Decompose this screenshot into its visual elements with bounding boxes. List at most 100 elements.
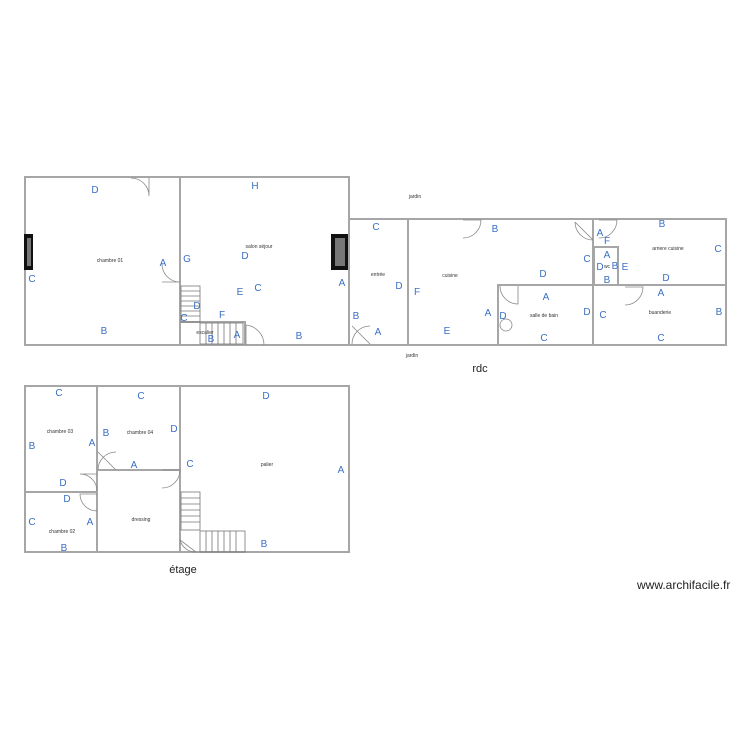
room-label-salon-sejour: salon séjour — [246, 244, 273, 250]
wall-letter: G — [183, 254, 191, 265]
wall-letter: E — [444, 326, 451, 337]
wall-letter: C — [657, 333, 664, 344]
bath-fixture — [499, 318, 513, 332]
wall-letter: D — [395, 281, 402, 292]
wall-letter: B — [612, 261, 619, 272]
watermark: www.archifacile.fr — [637, 578, 731, 592]
walls-rdc — [24, 176, 727, 346]
room-label-entree: entrée — [371, 272, 385, 278]
room-label-buanderie: buanderie — [649, 310, 671, 316]
wall-letter: C — [137, 391, 144, 402]
wall-letter: B — [492, 224, 499, 235]
wall-letter: D — [662, 273, 669, 284]
room-label-chambre-02: chambre 02 — [49, 529, 76, 535]
wall-letter: C — [714, 244, 721, 255]
door-swing — [624, 286, 644, 306]
wall-letter: F — [604, 236, 610, 247]
wall-letter: D — [262, 391, 269, 402]
wall-letter: A — [87, 517, 94, 528]
door-swing — [598, 219, 618, 239]
wall-letter: C — [599, 310, 606, 321]
fireplace-salon-inner — [335, 238, 345, 266]
wall-letter: B — [208, 334, 215, 345]
door-swing — [245, 324, 265, 346]
wall-dressing — [96, 469, 181, 553]
wall-letter: D — [583, 307, 590, 318]
wall-letter: B — [296, 331, 303, 342]
door-swing — [499, 285, 519, 305]
wall-letter: A — [375, 327, 382, 338]
wall-letter: B — [716, 307, 723, 318]
fireplaces — [24, 234, 348, 270]
wall-letter: A — [658, 288, 665, 299]
room-label-chambre-01: chambre 01 — [97, 258, 124, 264]
wall-letter: B — [103, 428, 110, 439]
wall-letter: D — [59, 478, 66, 489]
wall-letter: C — [540, 333, 547, 344]
level-label-rdc: rdc — [472, 363, 488, 375]
wall-letter: A — [543, 292, 550, 303]
wall-letter: A — [604, 250, 611, 261]
wall-chambre-03 — [24, 385, 98, 493]
wall-letter: A — [234, 330, 241, 341]
wall-letter: F — [414, 287, 420, 298]
wall-letter: C — [372, 222, 379, 233]
stair-rdc-flight — [199, 322, 244, 345]
wall-letter: A — [597, 228, 604, 239]
door-swing — [161, 469, 181, 489]
room-label-chambre-03: chambre 03 — [47, 429, 74, 435]
room-label-cuisine: cuisine — [442, 273, 458, 279]
wall-letter: E — [622, 262, 629, 273]
wall-letter: D — [499, 311, 506, 322]
door-swing — [351, 325, 371, 345]
wall-buanderie — [592, 284, 727, 346]
wall-letter: B — [101, 326, 108, 337]
wall-letter: H — [251, 181, 258, 192]
doors — [79, 177, 644, 553]
stair-etage — [180, 491, 201, 531]
wall-letter: D — [91, 185, 98, 196]
wall-letter: A — [338, 465, 345, 476]
wall-letter: A — [485, 308, 492, 319]
stairs — [180, 285, 246, 553]
wall-letter: B — [604, 275, 611, 286]
wall-letter: B — [261, 539, 268, 550]
wall-letter: E — [237, 287, 244, 298]
stair-etage-flight — [199, 530, 246, 553]
wall-salon-sejour — [179, 176, 350, 346]
room-label-wc: wc — [604, 264, 611, 270]
room-label-chambre-04: chambre 04 — [127, 430, 154, 436]
door-swing — [161, 263, 181, 283]
fireplace-chambre-01-inner — [27, 238, 31, 266]
room-label-arriere-cuisine: arriere cuisine — [652, 246, 684, 252]
wall-letter: D — [63, 494, 70, 505]
wall-letter: C — [583, 254, 590, 265]
wall-letter: C — [186, 459, 193, 470]
wall-letter: F — [219, 310, 225, 321]
wall-letter: C — [254, 283, 261, 294]
door-swing — [130, 177, 150, 197]
door-swing — [574, 221, 594, 241]
door-swing — [79, 473, 98, 492]
wall-palier — [179, 385, 350, 553]
wall-letter: B — [29, 441, 36, 452]
wall-letter: B — [61, 543, 68, 554]
wall-letter: A — [131, 460, 138, 471]
wall-letter: B — [659, 219, 666, 230]
room-label-salle-de-bain: salle de bain — [530, 313, 558, 319]
wall-letter: C — [180, 313, 187, 324]
level-label-etage: étage — [169, 564, 197, 576]
wall-letter: D — [193, 301, 200, 312]
wall-escalier — [179, 321, 246, 346]
wall-letter: D — [596, 262, 603, 273]
wall-letter: C — [28, 517, 35, 528]
wall-letter: D — [539, 269, 546, 280]
wall-letter: A — [89, 438, 96, 449]
wall-letter: C — [28, 274, 35, 285]
wall-letter: B — [353, 311, 360, 322]
stair-rdc — [180, 285, 201, 323]
room-label-dressing: dressing — [132, 517, 151, 523]
room-label-palier: palier — [261, 462, 274, 468]
